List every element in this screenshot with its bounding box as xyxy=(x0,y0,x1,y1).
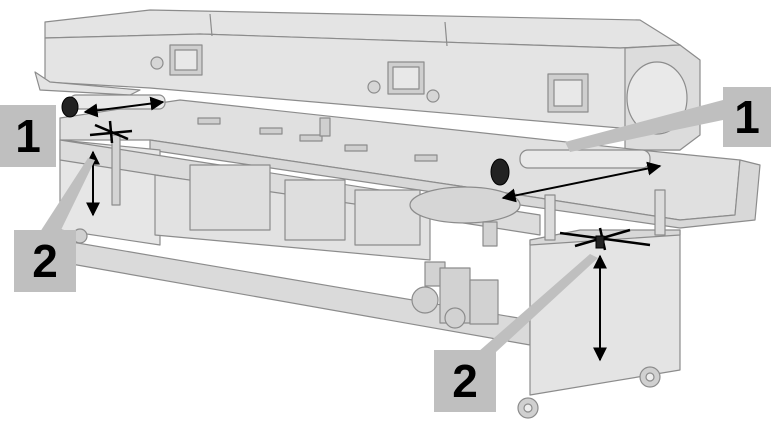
callout-2-right: 2 xyxy=(434,350,496,412)
leveling-crank-icon xyxy=(89,120,651,251)
machine-body xyxy=(34,9,761,419)
callout-2-left: 2 xyxy=(14,230,76,292)
caster-wheel-icon xyxy=(72,228,661,419)
callout-1-left: 1 xyxy=(0,105,56,167)
take-up-roller xyxy=(519,149,651,169)
motor-assembly xyxy=(411,221,499,329)
callout-1-right: 1 xyxy=(723,87,771,147)
callout-leaders xyxy=(40,100,723,352)
